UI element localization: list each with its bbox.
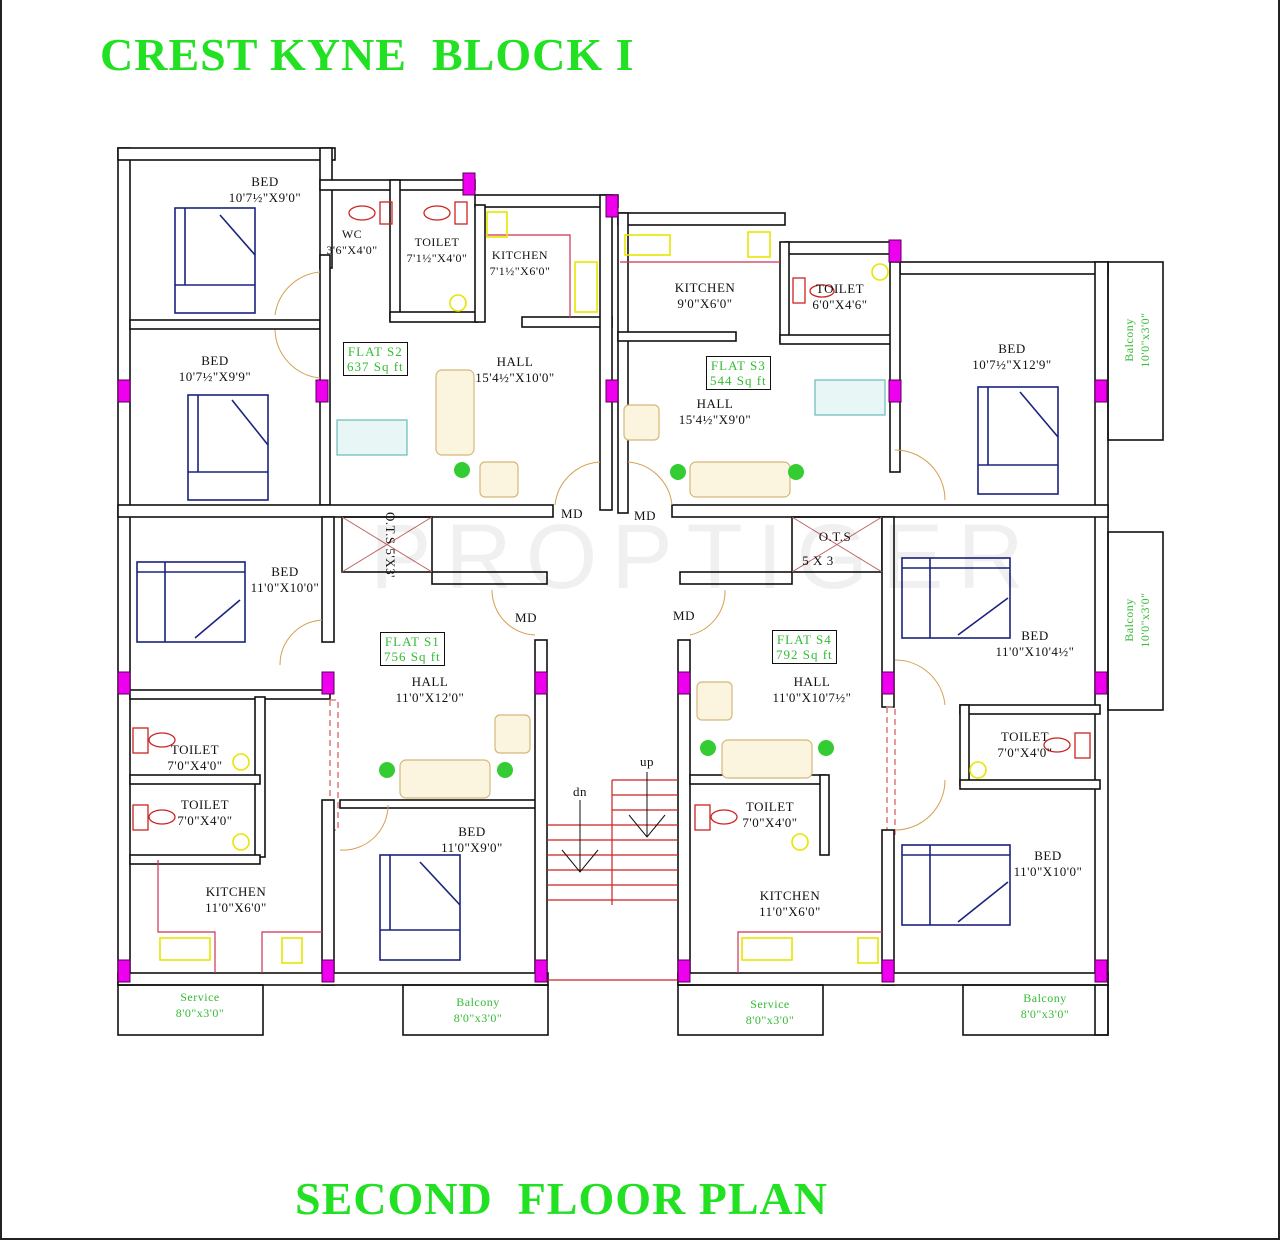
balconies	[117, 261, 1164, 1036]
sofa-icons	[399, 369, 813, 799]
stair-arrows	[561, 772, 666, 873]
plan-title: CREST KYNE BLOCK I	[100, 29, 635, 80]
floor-plan-title: SECOND FLOOR PLAN	[295, 1173, 828, 1224]
main-door-label: MD	[634, 508, 656, 523]
structural-columns	[117, 172, 1108, 983]
stairs-down-label: dn	[573, 784, 587, 799]
main-door-label: MD	[561, 506, 583, 521]
ots-label-left: O.T.S 5'X3'	[383, 512, 398, 578]
bed-icons	[136, 207, 1059, 961]
plant-icons	[379, 462, 834, 778]
ots-label-right: O.T.S	[818, 529, 852, 544]
staircase	[547, 779, 678, 981]
kitchen-counters	[157, 234, 882, 973]
ots-cross	[341, 516, 883, 573]
stairs-up-label: up	[640, 754, 654, 769]
kitchen-fixtures	[159, 211, 987, 964]
walls	[117, 147, 1109, 1036]
sanitary-fixtures	[132, 201, 1091, 831]
main-door-label: MD	[515, 610, 537, 625]
ots-size-right: 5 X 3	[802, 553, 834, 568]
door-swings	[274, 271, 946, 851]
dining-tables	[336, 379, 886, 456]
main-door-label: MD	[673, 608, 695, 623]
watermark: PROPTIGER	[370, 506, 1038, 608]
